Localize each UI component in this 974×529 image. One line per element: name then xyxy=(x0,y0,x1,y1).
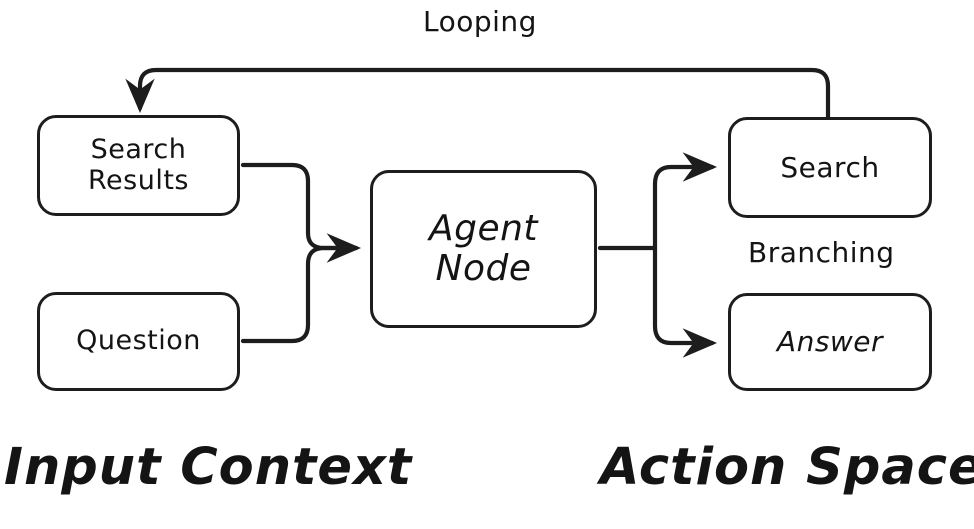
edge-search-loop-to-search-results xyxy=(125,67,831,120)
node-question[interactable]: Question xyxy=(37,292,240,391)
node-answer-label: Answer xyxy=(776,325,884,359)
node-search-results-label: Search Results xyxy=(88,134,189,196)
node-question-label: Question xyxy=(76,325,201,357)
node-agent-node-label: Agent Node xyxy=(428,207,539,289)
group-label-action-space: Action Space xyxy=(600,438,974,497)
edge-search-results-to-agent xyxy=(240,162,362,263)
edge-question-to-agent xyxy=(240,245,359,344)
edge-agent-to-answer xyxy=(652,245,718,358)
group-label-input-context: Input Context xyxy=(4,438,413,497)
node-search-label: Search xyxy=(780,150,880,184)
edge-label-looping: Looping xyxy=(423,5,537,38)
edge-label-branching: Branching xyxy=(748,236,895,269)
node-agent-node[interactable]: Agent Node xyxy=(370,170,597,328)
node-search[interactable]: Search xyxy=(728,117,932,218)
node-search-results[interactable]: Search Results xyxy=(37,115,240,216)
node-answer[interactable]: Answer xyxy=(728,293,932,391)
edge-agent-to-search xyxy=(652,152,718,251)
